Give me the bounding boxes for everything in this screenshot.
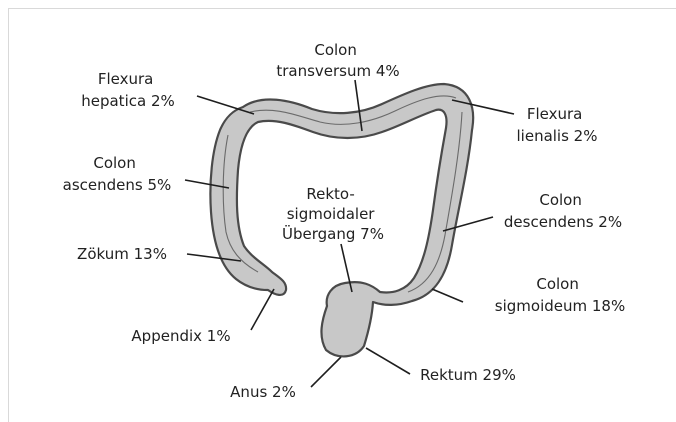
label-zoekum: Zökum 13% — [77, 245, 167, 263]
label-flexura-hepatica: Flexura hepatica 2% — [81, 70, 175, 110]
label-rektosigmoidaler-uebergang: Rekto- sigmoidaler Übergang 7% — [282, 185, 384, 243]
leader-appendix — [251, 289, 274, 330]
label-colon-sigmoideum: Colon sigmoideum 18% — [495, 275, 625, 315]
label-appendix: Appendix 1% — [131, 327, 230, 345]
label-anus: Anus 2% — [230, 383, 296, 401]
leader-rektum — [366, 348, 410, 374]
leader-colon-sigmoideum — [432, 289, 463, 302]
leader-anus — [311, 357, 341, 387]
label-colon-transversum: Colon transversum 4% — [276, 41, 399, 80]
label-colon-descendens: Colon descendens 2% — [504, 191, 622, 231]
label-flexura-lienalis: Flexura lienalis 2% — [517, 105, 598, 145]
label-rektum: Rektum 29% — [420, 366, 516, 384]
label-colon-ascendens: Colon ascendens 5% — [63, 154, 172, 194]
